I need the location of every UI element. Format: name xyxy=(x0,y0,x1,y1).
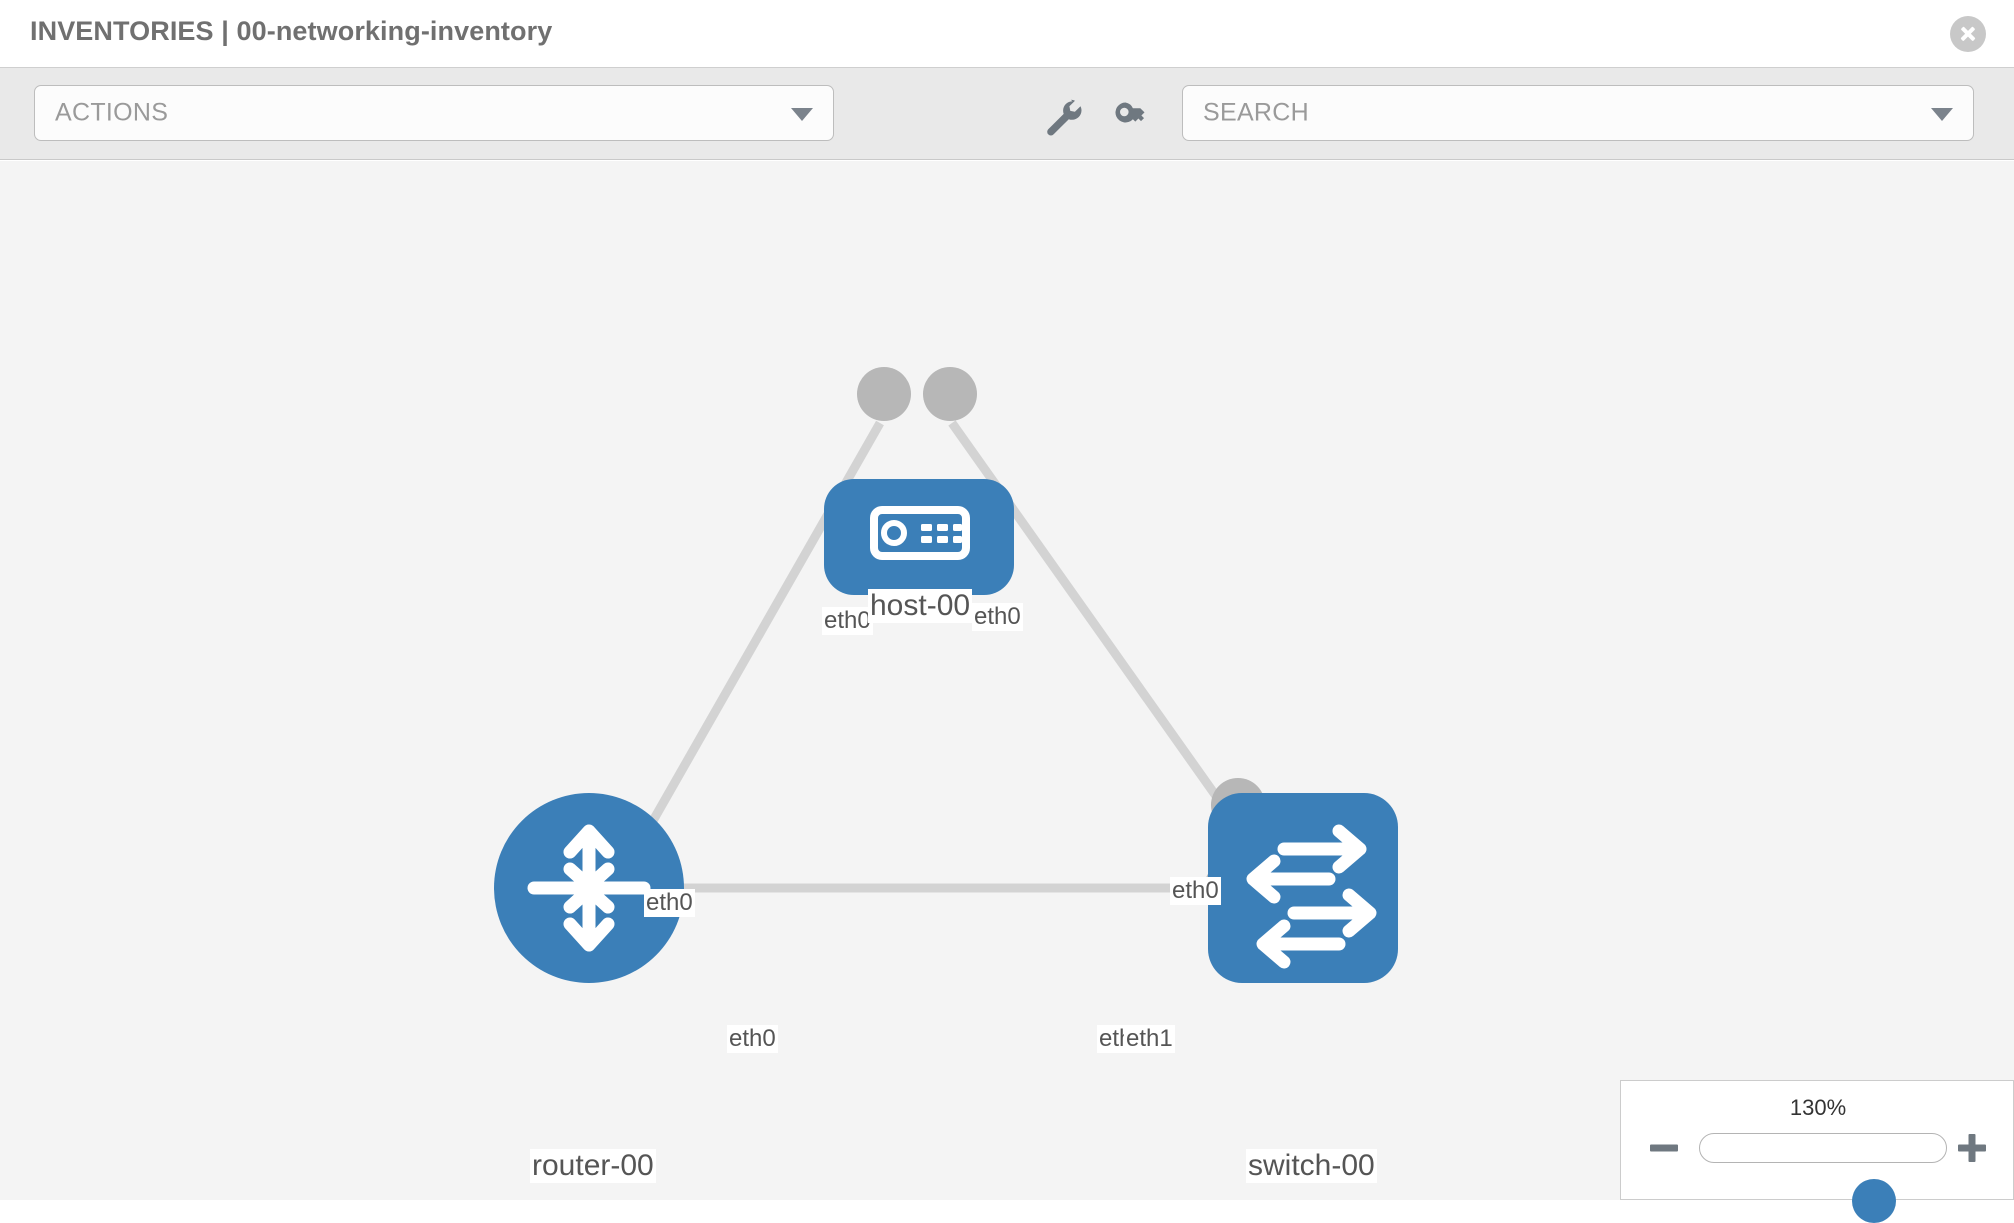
toolbar: ACTIONS SEARCH xyxy=(0,68,2014,160)
edge-label: eth0 xyxy=(1170,877,1221,905)
edge-label: eth0 xyxy=(644,889,695,917)
search-input-placeholder: SEARCH xyxy=(1203,98,1309,127)
edge-label: eth0 xyxy=(822,607,873,635)
actions-dropdown[interactable]: ACTIONS xyxy=(34,85,834,141)
node-host-00 xyxy=(824,479,1014,595)
actions-dropdown-label: ACTIONS xyxy=(55,98,169,127)
search-input[interactable]: SEARCH xyxy=(1182,85,1974,141)
edge-label: eth0 xyxy=(972,603,1023,631)
close-icon[interactable] xyxy=(1950,16,1986,52)
server-icon xyxy=(870,506,970,560)
node-switch-00 xyxy=(1208,793,1398,983)
zoom-slider[interactable] xyxy=(1699,1133,1947,1223)
node-router-00 xyxy=(494,793,684,983)
edge-label: eth1 xyxy=(1124,1025,1175,1053)
node-label-host: host-00 xyxy=(868,589,973,623)
node-label-switch: switch-00 xyxy=(1246,1149,1377,1183)
connector-host-right xyxy=(923,367,977,421)
topology-canvas[interactable]: eth0 eth0 eth0 eth0 eth0 eth0 eth1 host-… xyxy=(0,161,2014,1200)
page-title: INVENTORIES | 00-networking-inventory xyxy=(30,16,553,46)
switch-icon xyxy=(1246,824,1377,969)
node-label-router: router-00 xyxy=(530,1149,656,1183)
chevron-down-icon xyxy=(1931,108,1953,121)
edge-label: eth0 xyxy=(727,1025,778,1053)
router-icon xyxy=(527,824,651,952)
minus-icon[interactable] xyxy=(1647,1131,1681,1165)
topology-connectors xyxy=(629,367,1265,915)
connector-host-left xyxy=(857,367,911,421)
chevron-down-icon xyxy=(791,108,813,121)
title-bar: INVENTORIES | 00-networking-inventory xyxy=(0,0,2014,68)
zoom-slider-handle[interactable] xyxy=(1852,1179,1896,1223)
zoom-control: 130% xyxy=(1620,1080,2014,1223)
key-icon[interactable] xyxy=(1110,96,1154,140)
plus-icon[interactable] xyxy=(1955,1131,1989,1165)
zoom-percent-label: 130% xyxy=(1789,1095,1847,1120)
topology-graph xyxy=(494,367,1398,983)
wrench-icon[interactable] xyxy=(1042,96,1086,140)
